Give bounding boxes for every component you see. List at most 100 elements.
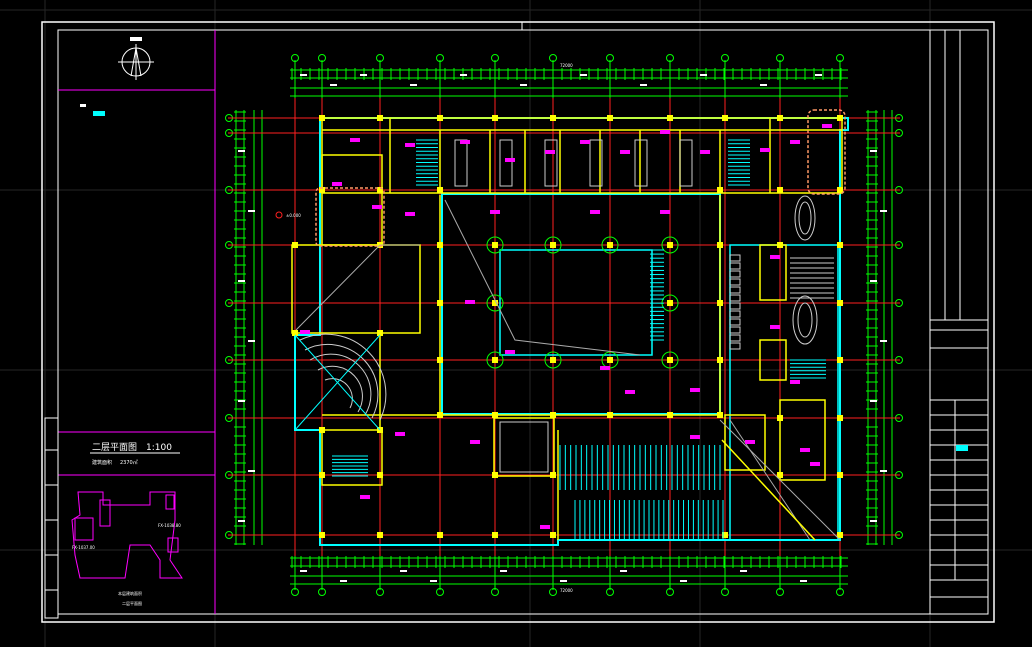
seat <box>729 254 741 262</box>
column <box>319 532 325 538</box>
dimension-text <box>300 74 307 76</box>
axis-bubble <box>666 588 674 596</box>
axis-bubble <box>606 54 614 62</box>
column <box>837 415 843 421</box>
axis-bubble <box>318 54 326 62</box>
dimension-text <box>400 570 407 572</box>
atrium-column <box>601 236 619 254</box>
column <box>837 472 843 478</box>
room-label <box>770 325 780 329</box>
overall-dimension-top: 72000 <box>560 63 573 68</box>
axis-bubble <box>318 588 326 596</box>
seat <box>729 294 741 302</box>
desk-cluster <box>544 139 558 187</box>
column <box>607 115 613 121</box>
column <box>722 532 728 538</box>
room-label <box>465 300 475 304</box>
dimension-text <box>238 150 245 152</box>
column <box>319 115 325 121</box>
column <box>492 472 498 478</box>
room-label <box>600 366 610 370</box>
axis-bubble <box>836 588 844 596</box>
desk-cluster <box>679 139 693 187</box>
key-plan-label-right: FX-1038.80 <box>158 523 181 528</box>
dimension-text <box>700 74 707 76</box>
dimension-text <box>340 580 347 582</box>
axis-bubble <box>549 54 557 62</box>
elevation-label: ±0.000 <box>286 213 301 218</box>
room-label <box>580 140 590 144</box>
atrium-column <box>486 351 504 369</box>
sheet-title: 二层平面图 <box>92 442 137 453</box>
axis-bubble <box>376 588 384 596</box>
atrium-column-core <box>607 357 613 363</box>
axis-bubble <box>776 54 784 62</box>
column <box>377 330 383 336</box>
atrium-column-core <box>550 242 556 248</box>
column <box>837 357 843 363</box>
room-label <box>460 140 470 144</box>
column <box>837 532 843 538</box>
atrium-column-core <box>607 242 613 248</box>
column <box>777 115 783 121</box>
room-label <box>490 210 500 214</box>
outer-frame <box>41 21 995 623</box>
dimension-text <box>740 570 747 572</box>
column <box>492 412 498 418</box>
room-label <box>395 432 405 436</box>
atrium-column-core <box>667 357 673 363</box>
column <box>717 242 723 248</box>
room-label <box>405 143 415 147</box>
room-label <box>690 388 700 392</box>
north-arrow-icon <box>118 37 154 80</box>
room-label <box>822 124 832 128</box>
column <box>437 242 443 248</box>
floor-plan: ±0.000 72000 72000 <box>225 54 903 596</box>
dimension-text <box>870 520 877 522</box>
dimension-text <box>500 570 507 572</box>
column <box>437 357 443 363</box>
axis-bubble <box>776 588 784 596</box>
dimension-text <box>580 74 587 76</box>
dimension-text <box>460 74 467 76</box>
room-label <box>372 205 382 209</box>
room-label <box>790 380 800 384</box>
left-info-panel <box>58 30 216 614</box>
dimension-text <box>880 470 887 472</box>
atrium-column <box>661 351 679 369</box>
room-label <box>660 210 670 214</box>
atrium-column <box>544 351 562 369</box>
dimension-text <box>520 84 527 86</box>
dimension-text <box>238 520 245 522</box>
axis-bubble <box>666 54 674 62</box>
column <box>319 427 325 433</box>
column <box>667 412 673 418</box>
column <box>437 532 443 538</box>
column <box>717 412 723 418</box>
seat <box>729 302 741 310</box>
column <box>550 412 556 418</box>
seat <box>729 278 741 286</box>
right-title-block <box>929 30 988 614</box>
atrium-column <box>544 236 562 254</box>
column <box>837 115 843 121</box>
room-label <box>350 138 360 142</box>
desk-cluster <box>499 139 513 187</box>
column <box>550 532 556 538</box>
key-plan-note-1: 本层建筑面积 <box>118 590 142 596</box>
column <box>377 115 383 121</box>
room-label <box>810 462 820 466</box>
bottom-dimensions <box>290 557 848 585</box>
walls <box>291 117 843 540</box>
column <box>437 187 443 193</box>
key-plan-note-2: 二层平面图 <box>122 600 142 606</box>
column <box>437 300 443 306</box>
column <box>717 357 723 363</box>
room-label <box>505 350 515 354</box>
seat <box>729 334 741 342</box>
seat <box>729 262 741 270</box>
room-label <box>545 150 555 154</box>
axis-bubble <box>836 54 844 62</box>
top-dimensions <box>290 69 848 97</box>
